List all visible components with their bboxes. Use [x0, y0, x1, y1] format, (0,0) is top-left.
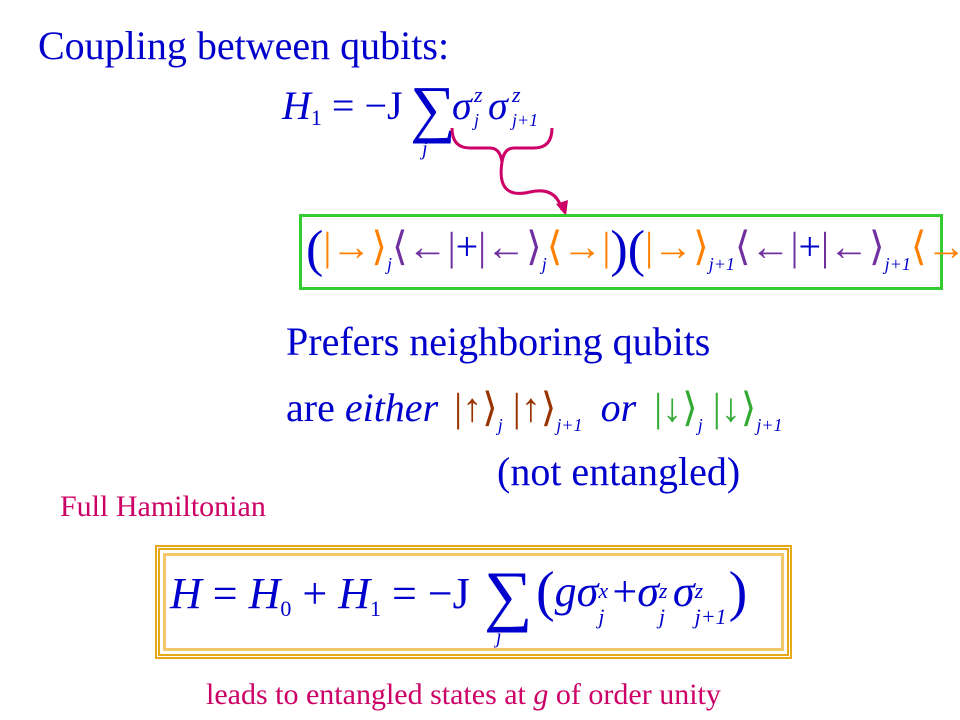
ket-left-2: |←⟩: [821, 224, 885, 269]
full-g: g: [554, 567, 577, 616]
full-eq-2: = −J: [392, 569, 470, 618]
slide-title: Coupling between qubits:: [38, 23, 450, 68]
full-sigma-x: σ: [576, 567, 599, 616]
ket-right-2-sub: j+1: [708, 254, 735, 274]
ket-down-2: |↓⟩: [712, 385, 757, 430]
h1-sigma-2-sup: z: [512, 82, 521, 107]
h1-sigma-2: σ: [488, 82, 508, 129]
lparen-2: (: [627, 221, 646, 278]
h1-sigma-1-sub: j: [474, 110, 480, 130]
not-entangled-note: (not entangled): [497, 449, 741, 494]
full-sum-symbol: ∑: [484, 557, 533, 633]
ket-down-1-sub: j: [697, 415, 703, 435]
full-hamiltonian-label: Full Hamiltonian: [60, 490, 266, 523]
plus-2: +: [798, 224, 822, 269]
h1-sigma-1-sup: z: [474, 82, 483, 107]
ket-right-1-sub: j: [386, 254, 392, 274]
full-hamiltonian-equation: H = H0 + H1 = −J: [170, 568, 470, 622]
h1-sum-index: j: [422, 138, 428, 160]
full-H1: H: [338, 569, 370, 618]
h1-lhs-sub: 1: [310, 105, 322, 130]
ket-right-1: |→⟩: [323, 224, 387, 269]
h1-lhs: H: [282, 83, 311, 128]
full-sum-index: j: [496, 626, 502, 648]
full-H1-sub: 1: [370, 596, 381, 621]
full-sigma-x-sub: j: [598, 604, 605, 629]
lparen-1: (: [306, 221, 324, 278]
plus-1: +: [455, 224, 479, 269]
ket-up-2: |↑⟩: [512, 385, 557, 430]
full-rparen: ): [728, 561, 748, 623]
ket-up-2-sub: j+1: [556, 415, 583, 435]
footer-post: of order unity: [555, 678, 721, 711]
h1-sigma-1-symbol: σ: [452, 83, 472, 128]
h1-sum-symbol: ∑: [410, 73, 456, 144]
are-text: are: [286, 385, 335, 430]
footer-text: leads to entangled states at g of order …: [206, 678, 721, 712]
h1-sigma-2-sub: j+1: [512, 110, 539, 130]
full-sigma-z-2-sup: z: [694, 578, 704, 603]
footer-pre: leads to entangled states at: [206, 678, 526, 711]
full-sigma-z-1-sub: j: [658, 604, 666, 629]
ket-right-2: |→⟩: [645, 224, 709, 269]
or-text: or: [600, 385, 637, 430]
bra-right-2: ⟨→|: [910, 224, 960, 269]
ket-left-1-sub: j: [541, 254, 547, 274]
ket-left-1: |←⟩: [478, 224, 542, 269]
full-sigma-z-1: σ: [637, 567, 659, 616]
full-sigma-z-2: σ: [672, 567, 695, 616]
ket-up-1-sub: j: [497, 415, 503, 435]
either-text: either: [344, 385, 439, 430]
bra-left-2: ⟨←|: [734, 224, 799, 269]
sigma-z-expansion-box: [299, 214, 943, 290]
h1-sigma-2-symbol: σ: [488, 83, 508, 128]
h1-sigma-1: σ: [452, 82, 472, 129]
full-H0-sub: 0: [280, 596, 292, 621]
full-hamiltonian-box: [155, 545, 792, 659]
full-H: H: [170, 569, 202, 618]
ket-down-1: |↓⟩: [654, 385, 698, 430]
ket-left-2-sub: j+1: [884, 254, 911, 274]
bra-left-1: ⟨←|: [391, 224, 456, 269]
green-box-content: (|→⟩j⟨←|+|←⟩j⟨→|)(|→⟩j+1⟨←|+|←⟩j+1⟨→|): [306, 220, 960, 279]
full-sigma-z-1-sup: z: [658, 578, 668, 603]
curved-arrow-line: [499, 161, 564, 211]
full-plus: +: [302, 569, 328, 618]
prefers-line-1: Prefers neighboring qubits: [286, 319, 711, 364]
rparen-1: ): [610, 221, 628, 278]
bra-right-1: ⟨→|: [546, 224, 611, 269]
underbrace-bracket: [450, 127, 554, 163]
arrow-head-icon: [556, 200, 568, 216]
full-sigma-z-2-sub: j+1: [694, 604, 727, 629]
full-eq-1: =: [212, 569, 238, 618]
full-sigma-x-sup: x: [598, 578, 609, 603]
ket-up-1: |↑⟩: [454, 385, 498, 430]
full-H0: H: [248, 569, 281, 618]
h1-equation: H1 = −J: [282, 82, 403, 131]
ket-down-2-sub: j+1: [756, 415, 783, 435]
prefers-line-2: are either |↑⟩j |↑⟩j+1 or |↓⟩j |↓⟩j+1: [286, 384, 783, 436]
h1-eq-rhs: = −J: [331, 83, 403, 128]
full-lparen: (: [536, 561, 555, 623]
full-plus-2: +: [612, 567, 638, 616]
footer-g: g: [533, 678, 549, 711]
